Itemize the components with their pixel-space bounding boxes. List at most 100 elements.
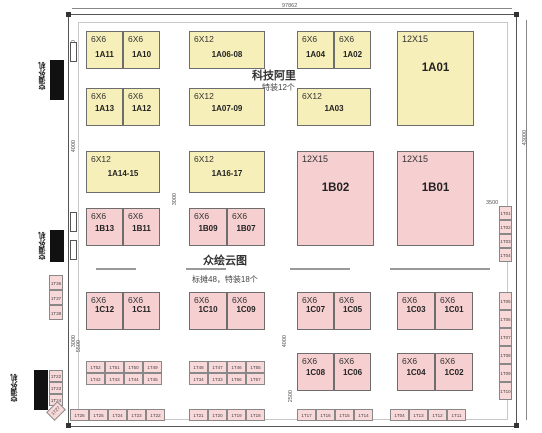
booth[interactable]: 6X6 1C08	[297, 353, 334, 391]
standard-booth[interactable]: 1T25	[89, 409, 108, 421]
standard-booth[interactable]: 1T46	[227, 361, 246, 373]
standard-booth[interactable]: 1T23	[127, 409, 146, 421]
booth[interactable]: 12X15 1B01	[397, 151, 474, 246]
standard-booth[interactable]: 1T13	[409, 409, 428, 421]
standard-booth[interactable]: 1T52	[86, 361, 105, 373]
standard-booth[interactable]: 1T44	[124, 373, 143, 385]
zone-title-crowd: 众绘云图	[203, 255, 247, 267]
booth[interactable]: 12X15 1B02	[297, 151, 374, 246]
standard-booth[interactable]: 1T43	[105, 373, 124, 385]
standard-booth[interactable]: 1T04	[499, 248, 512, 262]
dim-right-total: 43000	[522, 130, 528, 146]
standard-booth[interactable]: 1T36	[49, 275, 63, 290]
booth[interactable]: 6X6 1B13	[86, 208, 123, 246]
booth-size: 6X6	[339, 34, 355, 44]
booth[interactable]: 6X6 1A02	[334, 31, 371, 69]
booth[interactable]: 6X6 1B07	[227, 208, 265, 246]
standard-booth[interactable]: 1T16	[316, 409, 335, 421]
booth-size: 12X15	[302, 154, 329, 164]
booth[interactable]: 6X6 1C11	[123, 292, 160, 330]
standard-booth[interactable]: 1T55	[246, 361, 265, 373]
standard-booth[interactable]: 1T56	[227, 373, 246, 385]
booth-id: 1C08	[305, 368, 326, 377]
standard-booth[interactable]: 1T14	[354, 409, 373, 421]
booth[interactable]: 6X6 1C05	[334, 292, 371, 330]
standard-booth[interactable]: 1T37	[49, 290, 63, 305]
booth[interactable]: 6X6 1A10	[123, 31, 160, 69]
standard-booth[interactable]: 1T18	[246, 409, 265, 421]
booth[interactable]: 6X6 1A04	[297, 31, 334, 69]
booth[interactable]: 6X6 1C03	[397, 292, 435, 330]
standard-booth[interactable]: 1T21	[189, 409, 208, 421]
booth[interactable]: 6X6 1C12	[86, 292, 123, 330]
booth[interactable]: 6X6 1C01	[435, 292, 473, 330]
booth[interactable]: 6X12 1A14-15	[86, 151, 160, 193]
standard-booth[interactable]: 1T22	[146, 409, 165, 421]
standard-booth[interactable]: 1T20	[208, 409, 227, 421]
booth-size: 6X12	[194, 154, 214, 164]
standard-booth[interactable]: 1T19	[227, 409, 246, 421]
standard-booth[interactable]: 1T38	[49, 305, 63, 320]
booth[interactable]: 6X6 1A13	[86, 88, 123, 126]
standard-booth[interactable]: 1T17	[297, 409, 316, 421]
booth-size: 12X15	[402, 34, 429, 44]
booth-id: 1C07	[305, 305, 326, 314]
standard-booth[interactable]: 1T03	[499, 234, 512, 248]
booth[interactable]: 6X12 1A16-17	[189, 151, 265, 193]
standard-booth[interactable]: 1T24	[108, 409, 127, 421]
standard-booth[interactable]: 1T15	[335, 409, 354, 421]
booth-id: 1B11	[132, 224, 151, 233]
standard-booth[interactable]: 1T26	[70, 409, 89, 421]
booth-id: 1A04	[305, 50, 326, 59]
standard-booth[interactable]: 1T02	[499, 220, 512, 234]
booth-id: 1C12	[94, 305, 115, 314]
standard-booth[interactable]: 1T04	[390, 409, 409, 421]
booth[interactable]: 6X6 1C10	[189, 292, 227, 330]
fire-hydrant	[70, 240, 77, 260]
wall-left	[68, 14, 69, 426]
standard-booth[interactable]: 1T05	[499, 292, 512, 310]
booth[interactable]: 6X6 1A11	[86, 31, 123, 69]
booth[interactable]: 6X12 1A06-08	[189, 31, 265, 69]
standard-booth[interactable]: 1T23	[49, 382, 63, 394]
standard-booth[interactable]: 1T08	[499, 346, 512, 364]
booth-size: 6X6	[440, 356, 456, 366]
standard-booth[interactable]: 1T11	[447, 409, 466, 421]
standard-booth[interactable]: 1T50	[124, 361, 143, 373]
booth-id: 1A16-17	[211, 169, 243, 178]
booth-size: 6X6	[128, 34, 144, 44]
booth[interactable]: 6X6 1C04	[397, 353, 435, 391]
booth[interactable]: 6X6 1A12	[123, 88, 160, 126]
standard-booth[interactable]: 1T34	[189, 373, 208, 385]
booth[interactable]: 12X15 1A01	[397, 31, 474, 126]
booth-size: 6X12	[194, 34, 214, 44]
standard-booth[interactable]: 1T49	[143, 361, 162, 373]
booth-id: 1A13	[94, 104, 115, 113]
standard-booth[interactable]: 1T22	[49, 370, 63, 382]
standard-booth[interactable]: 1T33	[208, 373, 227, 385]
standard-booth[interactable]: 1T48	[189, 361, 208, 373]
dim-top-total: 97862	[282, 3, 298, 9]
standard-booth[interactable]: 1T09	[499, 364, 512, 382]
booth[interactable]: 6X6 1B09	[189, 208, 227, 246]
booth[interactable]: 6X6 1C09	[227, 292, 265, 330]
standard-booth[interactable]: 1T06	[499, 310, 512, 328]
standard-booth[interactable]: 1T12	[428, 409, 447, 421]
standard-booth[interactable]: 1T07	[499, 328, 512, 346]
standard-booth[interactable]: 1T10	[499, 382, 512, 400]
booth-size: 6X6	[402, 356, 418, 366]
booth-id: 1B09	[198, 224, 218, 233]
booth[interactable]: 6X12 1A03	[297, 88, 371, 126]
standard-booth[interactable]: 1T45	[143, 373, 162, 385]
standard-booth[interactable]: 1T01	[499, 206, 512, 220]
booth[interactable]: 6X12 1A07-09	[189, 88, 265, 126]
standard-booth[interactable]: 1T51	[105, 361, 124, 373]
booth[interactable]: 6X6 1B11	[123, 208, 160, 246]
standard-booth[interactable]: 1T42	[86, 373, 105, 385]
booth[interactable]: 6X6 1C06	[334, 353, 371, 391]
standard-booth[interactable]: 1T57	[246, 373, 265, 385]
standard-booth[interactable]: 1T47	[208, 361, 227, 373]
booth[interactable]: 6X6 1C02	[435, 353, 473, 391]
booth[interactable]: 6X6 1C07	[297, 292, 334, 330]
